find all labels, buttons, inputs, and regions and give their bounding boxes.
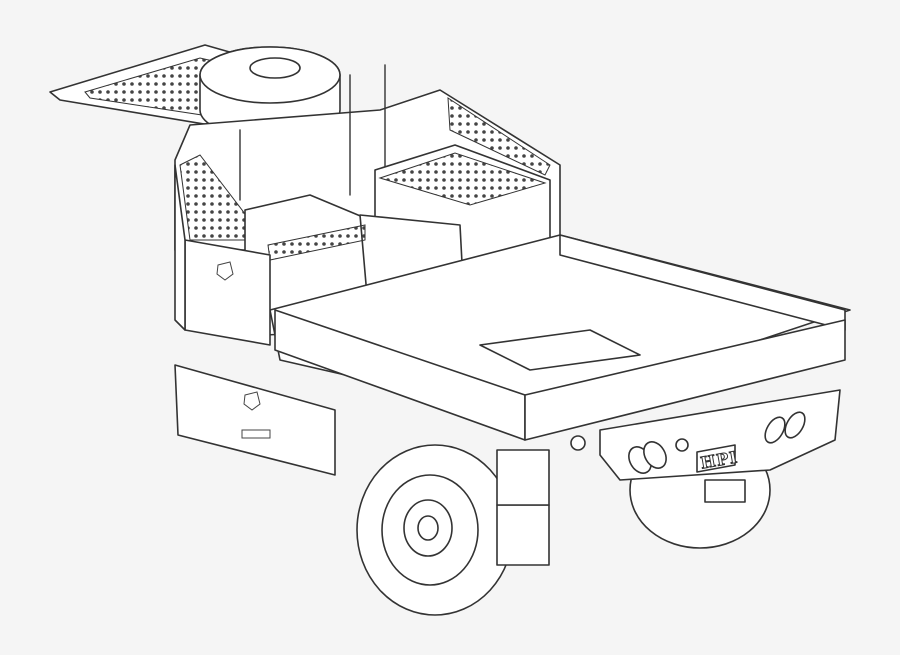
rear-side-box [496,449,550,506]
tray-bed [269,234,851,441]
toolbox-lower-left [174,364,336,476]
tow-hitch [704,479,746,503]
toolbox-upper-left [174,164,271,346]
rear-bumper [570,389,841,481]
wheel [356,444,514,616]
mud-flap [496,504,550,566]
license-plate: HPI [696,444,740,473]
